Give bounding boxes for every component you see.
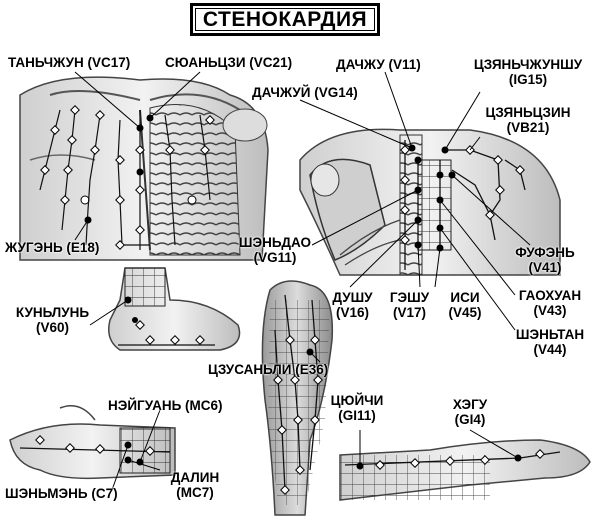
label-kunlun-code: (V60) — [35, 320, 69, 335]
page-title: СТЕНОКАРДИЯ — [202, 7, 368, 31]
title-frame: СТЕНОКАРДИЯ — [190, 3, 380, 36]
label-shendao: ШЭНЬДАО (VG11) — [230, 235, 320, 265]
label-kunlun: КУНЬЛУНЬ (V60) — [5, 305, 100, 335]
label-isi-code: (V45) — [448, 305, 482, 320]
label-geshu: ГЭШУ (V17) — [382, 290, 437, 320]
label-dushu-code: (V16) — [335, 305, 369, 320]
label-czyanchzhunshu-name: ЦЗЯНЬЧЖУНШУ — [473, 57, 583, 72]
label-zhugen: ЖУГЭНЬ (E18) — [5, 240, 100, 255]
label-dushu: ДУШУ (V16) — [325, 290, 380, 320]
label-hegu-code: (GI4) — [454, 412, 486, 427]
label-dalin-name: ДАЛИН — [170, 470, 220, 485]
label-czyanczin: ЦЗЯНЬЦЗИН (VB21) — [478, 105, 578, 135]
label-gaohuan: ГАОХУАН (V43) — [505, 288, 595, 318]
label-czusanli: ЦЗУСАНЬЛИ (E36) — [208, 362, 329, 377]
label-shentan-name: ШЭНЬТАН — [515, 327, 585, 342]
hand-left-figure — [9, 405, 176, 480]
label-cyuychi: ЦЮЙЧИ (GI11) — [322, 393, 392, 423]
label-shendao-name: ШЭНЬДАО — [238, 235, 312, 250]
label-isi: ИСИ (V45) — [440, 290, 490, 320]
label-czyanczin-code: (VB21) — [506, 120, 550, 135]
label-geshu-name: ГЭШУ — [389, 290, 430, 305]
label-neyguan: НЭЙГУАНЬ (МС6) — [108, 398, 223, 413]
back-figure — [299, 128, 561, 276]
label-geshu-code: (V17) — [392, 305, 426, 320]
label-dushu-name: ДУШУ — [332, 290, 373, 305]
label-kunlun-name: КУНЬЛУНЬ — [15, 305, 90, 320]
leader-lines — [74, 71, 531, 491]
label-gaohuan-code: (V43) — [533, 303, 567, 318]
label-fufen: ФУФЭНЬ (V41) — [505, 245, 585, 275]
label-hegu-name: ХЭГУ — [452, 397, 488, 412]
foot-figure — [108, 267, 241, 351]
label-czyanchzhunshu-code: (IG15) — [508, 72, 548, 87]
label-czyanczin-name: ЦЗЯНЬЦЗИН — [485, 105, 571, 120]
label-tanchzhun: ТАНЬЧЖУН (VC17) — [8, 55, 131, 70]
label-dachzhu: ДАЧЖУ (V11) — [336, 57, 421, 72]
label-gaohuan-name: ГАОХУАН — [518, 288, 582, 303]
label-shendao-code: (VG11) — [253, 250, 297, 265]
hand-right-figure — [339, 439, 591, 501]
label-dalin-code: (МС7) — [176, 485, 214, 500]
torso-front-figure — [19, 76, 269, 261]
label-cyuychi-name: ЦЮЙЧИ — [330, 393, 384, 408]
label-syuanczi: СЮАНЬЦЗИ (VC21) — [165, 55, 293, 70]
label-cyuychi-code: (GI11) — [338, 408, 376, 423]
label-fufen-name: ФУФЭНЬ — [515, 245, 575, 260]
label-shentan-code: (V44) — [533, 342, 567, 357]
label-fufen-code: (V41) — [528, 260, 562, 275]
label-shenmen: ШЭНЬМЭНЬ (С7) — [5, 486, 118, 501]
label-hegu: ХЭГУ (GI4) — [440, 397, 500, 427]
label-dachzhuy: ДАЧЖУЙ (VG14) — [252, 85, 358, 100]
label-shentan: ШЭНЬТАН (V44) — [505, 327, 595, 357]
leg-figure — [261, 280, 334, 516]
label-czyanchzhunshu: ЦЗЯНЬЧЖУНШУ (IG15) — [468, 57, 588, 87]
label-isi-name: ИСИ — [450, 290, 480, 305]
label-dalin: ДАЛИН (МС7) — [160, 470, 230, 500]
